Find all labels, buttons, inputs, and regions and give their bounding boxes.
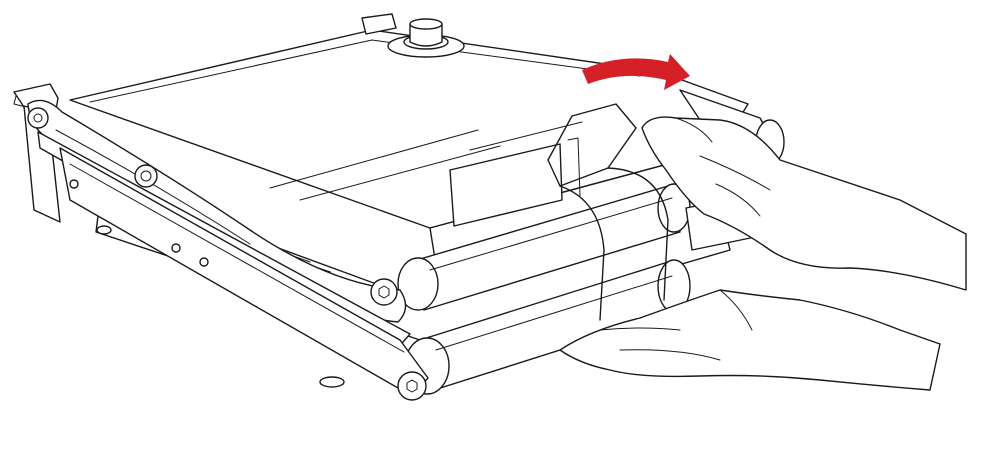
- upper-rollers: [397, 183, 691, 311]
- top-knob: [361, 13, 465, 58]
- hex-socket-bolt-icon: [27, 107, 427, 401]
- curved-arrow-right-icon: [582, 54, 690, 90]
- upper-hand: [641, 116, 967, 291]
- wire-latch: [547, 103, 669, 321]
- lower-hand: [559, 289, 941, 391]
